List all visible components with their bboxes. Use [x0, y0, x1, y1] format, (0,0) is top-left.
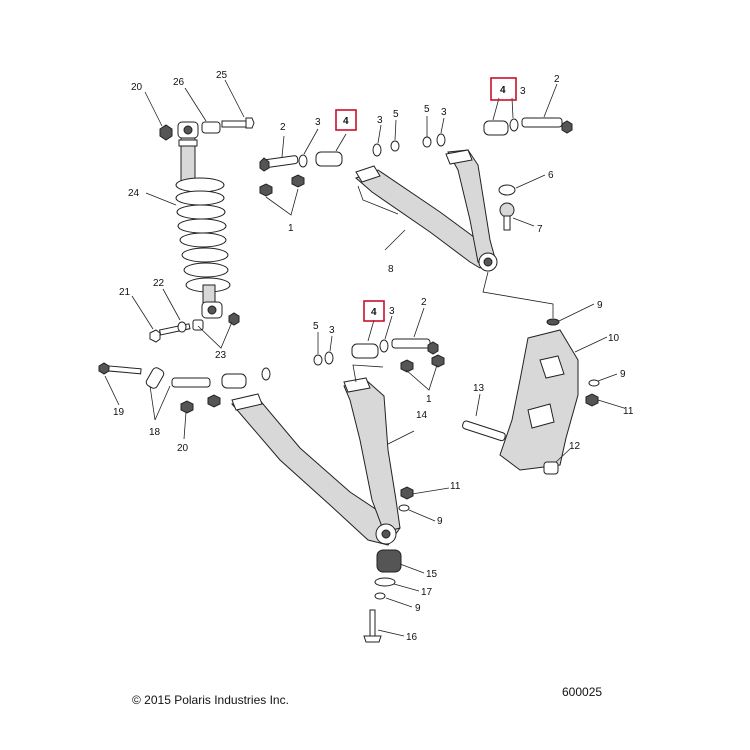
callout-13: 13	[473, 383, 485, 394]
callout-11: 11	[450, 481, 461, 492]
highlight-box-lower	[363, 300, 385, 322]
callout-22: 22	[153, 278, 165, 289]
callout-3: 3	[315, 117, 321, 128]
callout-2: 2	[280, 122, 286, 133]
callout-3: 3	[520, 86, 526, 97]
callout-3: 3	[329, 325, 335, 336]
highlight-box-upper-right	[490, 77, 517, 101]
ball-joint-hardware	[498, 184, 516, 231]
spindle-shaft	[462, 420, 506, 442]
callout-3: 3	[441, 107, 447, 118]
callout-24: 24	[128, 188, 140, 199]
callout-2: 2	[554, 74, 560, 85]
callout-14: 14	[416, 410, 428, 421]
callout-9: 9	[437, 516, 443, 527]
upper-right-pivot-hardware	[483, 117, 573, 136]
highlight-boxes	[335, 77, 517, 322]
callout-17: 17	[421, 587, 433, 598]
leader-lines	[104, 79, 625, 637]
lower-right-pivot-hardware	[313, 338, 445, 373]
callout-15: 15	[426, 569, 438, 580]
callout-18: 18	[149, 427, 161, 438]
callout-2: 2	[421, 297, 427, 308]
callout-5: 5	[424, 104, 430, 115]
callout-1: 1	[288, 223, 294, 234]
callout-11: 11	[623, 406, 634, 417]
callout-4: 4	[500, 85, 506, 96]
spindle	[499, 318, 600, 475]
callout-20: 20	[177, 443, 189, 454]
callout-9: 9	[415, 603, 421, 614]
callout-7: 7	[537, 224, 543, 235]
shock-top-hardware	[159, 117, 255, 141]
callout-16: 16	[406, 632, 418, 643]
callout-26: 26	[173, 77, 185, 88]
coil-spring	[175, 177, 231, 293]
callout-9: 9	[597, 300, 603, 311]
upper-left-pivot-hardware	[259, 133, 446, 197]
callout-25: 25	[216, 70, 228, 81]
shock-absorber	[175, 121, 231, 319]
callout-23: 23	[215, 350, 227, 361]
callout-12: 12	[569, 441, 581, 452]
lower-left-pivot-hardware	[98, 362, 271, 414]
callout-5: 5	[393, 109, 399, 120]
callout-5: 5	[313, 321, 319, 332]
lower-a-arm	[231, 377, 401, 546]
callout-9: 9	[620, 369, 626, 380]
shock-bottom-hardware	[149, 312, 240, 343]
callout-labels: 20 26 25 24 21 22 23 19 18 20 2 3 4 3 5 …	[113, 70, 634, 643]
highlight-box-upper-left	[335, 109, 357, 131]
callout-6: 6	[548, 170, 554, 181]
callout-3: 3	[377, 115, 383, 126]
diagram-number: 600025	[562, 685, 602, 699]
callout-20: 20	[131, 82, 143, 93]
callout-8: 8	[388, 264, 394, 275]
callout-21: 21	[119, 287, 131, 298]
callout-19: 19	[113, 407, 125, 418]
lower-ball-joint-stack	[363, 486, 414, 643]
upper-a-arm	[355, 149, 498, 272]
callout-1: 1	[426, 394, 432, 405]
callout-4: 4	[371, 307, 377, 318]
copyright-text: © 2015 Polaris Industries Inc.	[132, 693, 289, 707]
callout-4: 4	[343, 116, 349, 127]
callout-3: 3	[389, 306, 395, 317]
callout-10: 10	[608, 333, 620, 344]
